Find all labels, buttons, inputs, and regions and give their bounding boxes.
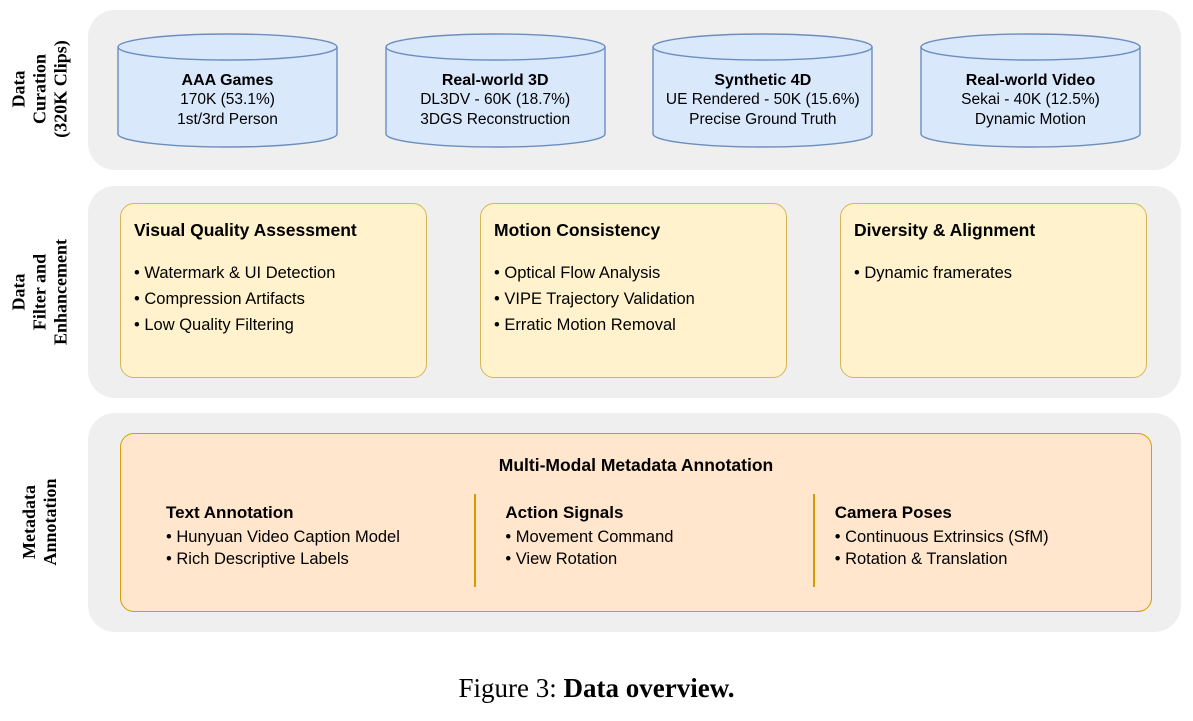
row-label-data-filter: Data Filter and Enhancement — [9, 239, 72, 345]
cylinder-text: Synthetic 4D UE Rendered - 50K (15.6%) P… — [652, 33, 873, 148]
row-label-metadata-annotation: Metadata Annotation — [19, 478, 61, 565]
column-divider — [474, 494, 476, 587]
metadata-column-text-annotation: Text Annotation Hunyuan Video Caption Mo… — [121, 476, 473, 571]
row-label-line: Data — [8, 70, 29, 108]
filter-bullet-list: Dynamic framerates — [854, 260, 1132, 286]
cylinder-title: Synthetic 4D — [714, 71, 812, 89]
cylinder-title: AAA Games — [181, 71, 274, 89]
bullet-item: View Rotation — [505, 548, 811, 571]
figure-caption: Figure 3: Data overview. — [0, 671, 1193, 705]
cylinder-stat: DL3DV - 60K (18.7%) — [420, 91, 571, 108]
metadata-bullet-list: Continuous Extrinsics (SfM) Rotation & T… — [835, 526, 1151, 571]
dataset-cylinder-row: AAA Games 170K (53.1%) 1st/3rd Person Re… — [88, 10, 1181, 170]
dataset-cylinder-aaa-games: AAA Games 170K (53.1%) 1st/3rd Person — [117, 32, 338, 148]
column-divider — [813, 494, 815, 587]
row-label-line: Annotation — [40, 478, 60, 566]
caption-prefix: Figure 3: — [458, 673, 564, 703]
filter-box-motion-consistency: Motion Consistency Optical Flow Analysis… — [480, 203, 787, 378]
cylinder-stat: Sekai - 40K (12.5%) — [961, 91, 1100, 108]
cylinder-desc: Dynamic Motion — [974, 110, 1087, 128]
metadata-column-camera-poses: Camera Poses Continuous Extrinsics (SfM)… — [812, 476, 1151, 571]
metadata-column-title: Action Signals — [505, 503, 624, 522]
cylinder-title: Real-world Video — [965, 71, 1096, 89]
bullet-item: Rotation & Translation — [835, 548, 1151, 571]
cylinder-text: AAA Games 170K (53.1%) 1st/3rd Person — [117, 33, 338, 148]
cylinder-title: Real-world 3D — [441, 71, 549, 89]
filter-box-row: Visual Quality Assessment Watermark & UI… — [88, 186, 1181, 378]
database-cylinder-icon — [920, 32, 1141, 148]
filter-box-title: Visual Quality Assessment — [134, 220, 357, 240]
metadata-bullet-list: Hunyuan Video Caption Model Rich Descrip… — [166, 526, 473, 571]
database-cylinder-icon — [117, 32, 338, 148]
row-label-data-curation: Data Curation (320K Clips) — [9, 40, 72, 138]
row-label-line: (320K Clips) — [50, 40, 71, 138]
bullet-item: Compression Artifacts — [134, 286, 412, 312]
row-label-line: Metadata — [19, 485, 39, 559]
database-cylinder-icon — [384, 32, 606, 148]
cylinder-text: Real-world Video Sekai - 40K (12.5%) Dyn… — [920, 33, 1141, 148]
metadata-panel-title: Multi-Modal Metadata Annotation — [498, 455, 774, 475]
filter-box-title: Motion Consistency — [494, 220, 661, 240]
bullet-item: Optical Flow Analysis — [494, 260, 772, 286]
filter-bullet-list: Watermark & UI Detection Compression Art… — [134, 260, 412, 338]
bullet-item: Low Quality Filtering — [134, 312, 412, 338]
bullet-item: Erratic Motion Removal — [494, 312, 772, 338]
bullet-item: Watermark & UI Detection — [134, 260, 412, 286]
metadata-column-action-signals: Action Signals Movement Command View Rot… — [473, 476, 811, 571]
filter-bullet-list: Optical Flow Analysis VIPE Trajectory Va… — [494, 260, 772, 338]
filter-box-visual-quality: Visual Quality Assessment Watermark & UI… — [120, 203, 427, 378]
cylinder-stat: UE Rendered - 50K (15.6%) — [665, 91, 860, 108]
bullet-item: Movement Command — [505, 526, 811, 549]
row-label-line: Data — [8, 273, 29, 311]
data-curation-band: AAA Games 170K (53.1%) 1st/3rd Person Re… — [88, 10, 1181, 170]
multi-modal-metadata-panel: Multi-Modal Metadata Annotation Text Ann… — [120, 433, 1152, 612]
row-label-line: Filter and — [29, 253, 50, 331]
filter-box-diversity-alignment: Diversity & Alignment Dynamic framerates — [840, 203, 1147, 378]
cylinder-desc: 1st/3rd Person — [177, 110, 278, 128]
database-cylinder-icon — [652, 32, 874, 148]
metadata-column-title: Text Annotation — [166, 503, 294, 522]
row-label-line: Enhancement — [50, 238, 71, 346]
dataset-cylinder-real-world-3d: Real-world 3D DL3DV - 60K (18.7%) 3DGS R… — [384, 32, 606, 148]
bullet-item: VIPE Trajectory Validation — [494, 286, 772, 312]
dataset-cylinder-synthetic-4d: Synthetic 4D UE Rendered - 50K (15.6%) P… — [652, 32, 874, 148]
cylinder-desc: Precise Ground Truth — [689, 110, 837, 128]
cylinder-desc: 3DGS Reconstruction — [420, 110, 571, 128]
metadata-annotation-band: Multi-Modal Metadata Annotation Text Ann… — [88, 413, 1181, 632]
bullet-item: Continuous Extrinsics (SfM) — [835, 526, 1151, 549]
filter-box-title: Diversity & Alignment — [854, 220, 1036, 240]
row-label-line: Curation — [29, 53, 50, 125]
caption-title: Data overview. — [563, 673, 735, 703]
metadata-bullet-list: Movement Command View Rotation — [505, 526, 811, 571]
bullet-item: Dynamic framerates — [854, 260, 1132, 286]
data-filter-band: Visual Quality Assessment Watermark & UI… — [88, 186, 1181, 398]
bullet-item: Rich Descriptive Labels — [166, 548, 473, 571]
cylinder-text: Real-world 3D DL3DV - 60K (18.7%) 3DGS R… — [385, 33, 606, 148]
dataset-cylinder-real-world-video: Real-world Video Sekai - 40K (12.5%) Dyn… — [920, 32, 1141, 148]
cylinder-stat: 170K (53.1%) — [180, 91, 275, 108]
metadata-column-title: Camera Poses — [834, 503, 952, 522]
metadata-columns: Text Annotation Hunyuan Video Caption Mo… — [121, 476, 1151, 571]
bullet-item: Hunyuan Video Caption Model — [166, 526, 473, 549]
